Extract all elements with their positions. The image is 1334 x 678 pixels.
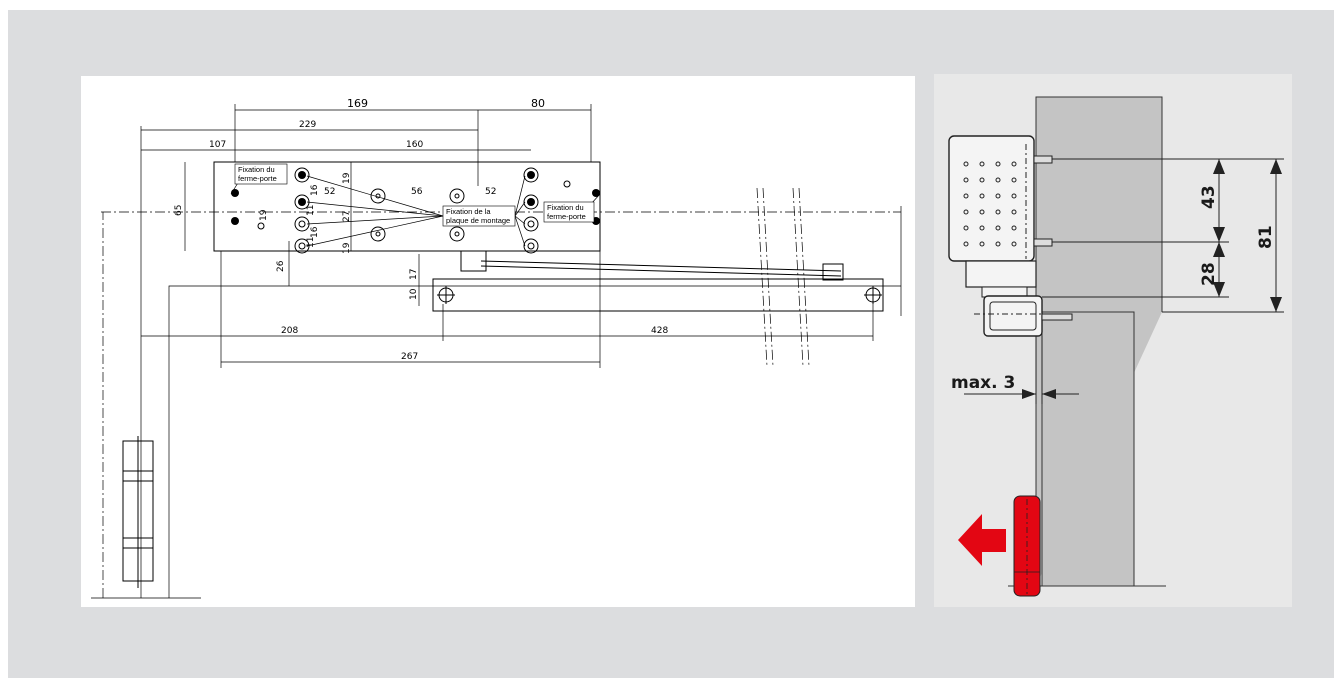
label-closer-right-line1: Fixation du: [547, 203, 584, 212]
hole-plate-b1: [370, 188, 386, 204]
arm-shoe-inner: [989, 301, 1037, 331]
mounting-plate-outline: [213, 161, 601, 252]
dim-17: 17: [409, 269, 419, 280]
plan-svg: 169 80 229 107 160 56 52 52 65 19 19 19 …: [91, 97, 902, 599]
hole-plate-a3: [294, 216, 310, 232]
hole-plate-c1: [449, 188, 465, 204]
opening-direction-arrow: [958, 514, 1006, 566]
arm-end-block: [822, 263, 844, 281]
label-box-plate: [442, 205, 516, 227]
section-arrowheads: [1022, 159, 1282, 399]
label-plate-line2: plaque de montage: [446, 216, 510, 225]
hole-small-right: [563, 180, 571, 188]
leader-7: [514, 215, 526, 225]
arm-screw: [1041, 313, 1073, 321]
max-clearance-label: max. 3: [951, 373, 1015, 393]
hole-closer-left-bottom: [231, 217, 239, 225]
closer-body: [948, 135, 1035, 262]
dim-11-bottom: 11: [306, 237, 316, 248]
break-mark-1: [756, 187, 768, 367]
label-box-closer-right: [543, 201, 595, 223]
door-leaf: [1041, 311, 1135, 587]
arm-link-lower: [480, 265, 842, 277]
dim-267: 267: [401, 352, 418, 362]
hole-plate-a1: [294, 167, 310, 183]
dim-208: 208: [281, 326, 298, 336]
dim-27: 27: [342, 211, 352, 222]
pinion-block: [965, 260, 1037, 288]
leader-2: [306, 201, 444, 217]
installation-plan-drawing: 169 80 229 107 160 56 52 52 65 19 19 19 …: [81, 76, 915, 607]
dim-52-left: 52: [324, 187, 335, 197]
dim-19-left: 19: [259, 209, 269, 221]
label-closer-right-line2: ferme-porte: [547, 212, 586, 221]
dim-19-bottom: 19: [342, 242, 352, 254]
dim-160: 160: [406, 140, 423, 150]
section-svg: 43 28 81 max. 3: [948, 96, 1284, 597]
hole-closer-right-top: [592, 189, 600, 197]
dim-11-top: 11: [306, 205, 316, 216]
hole-plate-d1: [523, 167, 539, 183]
break-mark-4: [798, 187, 810, 367]
hole-plate-d4: [523, 238, 539, 254]
hole-small-left: [257, 222, 265, 230]
arm-rail: [432, 278, 884, 312]
dim-26: 26: [276, 260, 286, 272]
dim-80: 80: [531, 97, 545, 110]
label-closer-left-line2: ferme-porte: [238, 174, 277, 183]
closer-dots: [963, 161, 1017, 247]
arm-screw-right: [864, 286, 882, 304]
hole-plate-a4: [294, 238, 310, 254]
arm-link-upper: [480, 260, 842, 272]
break-mark-3: [792, 187, 804, 367]
dim-65: 65: [174, 205, 184, 216]
dim-28: 28: [1199, 262, 1219, 286]
dim-107: 107: [209, 140, 226, 150]
leader-3: [306, 215, 444, 225]
dim-81: 81: [1256, 225, 1276, 249]
label-plate-line1: Fixation de la: [446, 207, 491, 216]
dim-229: 229: [299, 120, 316, 130]
section-view-drawing: 43 28 81 max. 3: [934, 74, 1292, 607]
label-closer-left-line1: Fixation du: [238, 165, 275, 174]
leader-8: [514, 215, 526, 247]
hole-plate-c2: [449, 226, 465, 242]
dim-428: 428: [651, 326, 668, 336]
dim-10: 10: [409, 288, 419, 300]
hole-plate-d2: [523, 194, 539, 210]
dim-16-bottom: 16: [310, 226, 320, 238]
arm-screw-left: [437, 286, 455, 304]
screw-top: [1033, 155, 1053, 164]
dim-43: 43: [1199, 185, 1219, 209]
dim-169: 169: [347, 97, 368, 110]
frame-outline: [168, 285, 901, 598]
break-mark-2: [762, 187, 774, 367]
label-box-closer-left: [234, 163, 288, 185]
hole-closer-left-top: [231, 189, 239, 197]
screw-bottom: [1033, 238, 1053, 247]
dim-56: 56: [411, 187, 423, 197]
dimension-lines: [141, 104, 902, 368]
leader-4: [306, 215, 444, 247]
figure-background: 169 80 229 107 160 56 52 52 65 19 19 19 …: [8, 10, 1334, 678]
leader-6: [514, 201, 526, 217]
leader-1: [306, 175, 444, 217]
leader-5: [514, 175, 526, 217]
dim-52-right: 52: [485, 187, 496, 197]
hole-plate-b2: [370, 226, 386, 242]
hole-plate-d3: [523, 216, 539, 232]
dim-19-top: 19: [342, 172, 352, 184]
dim-16-top: 16: [310, 184, 320, 196]
